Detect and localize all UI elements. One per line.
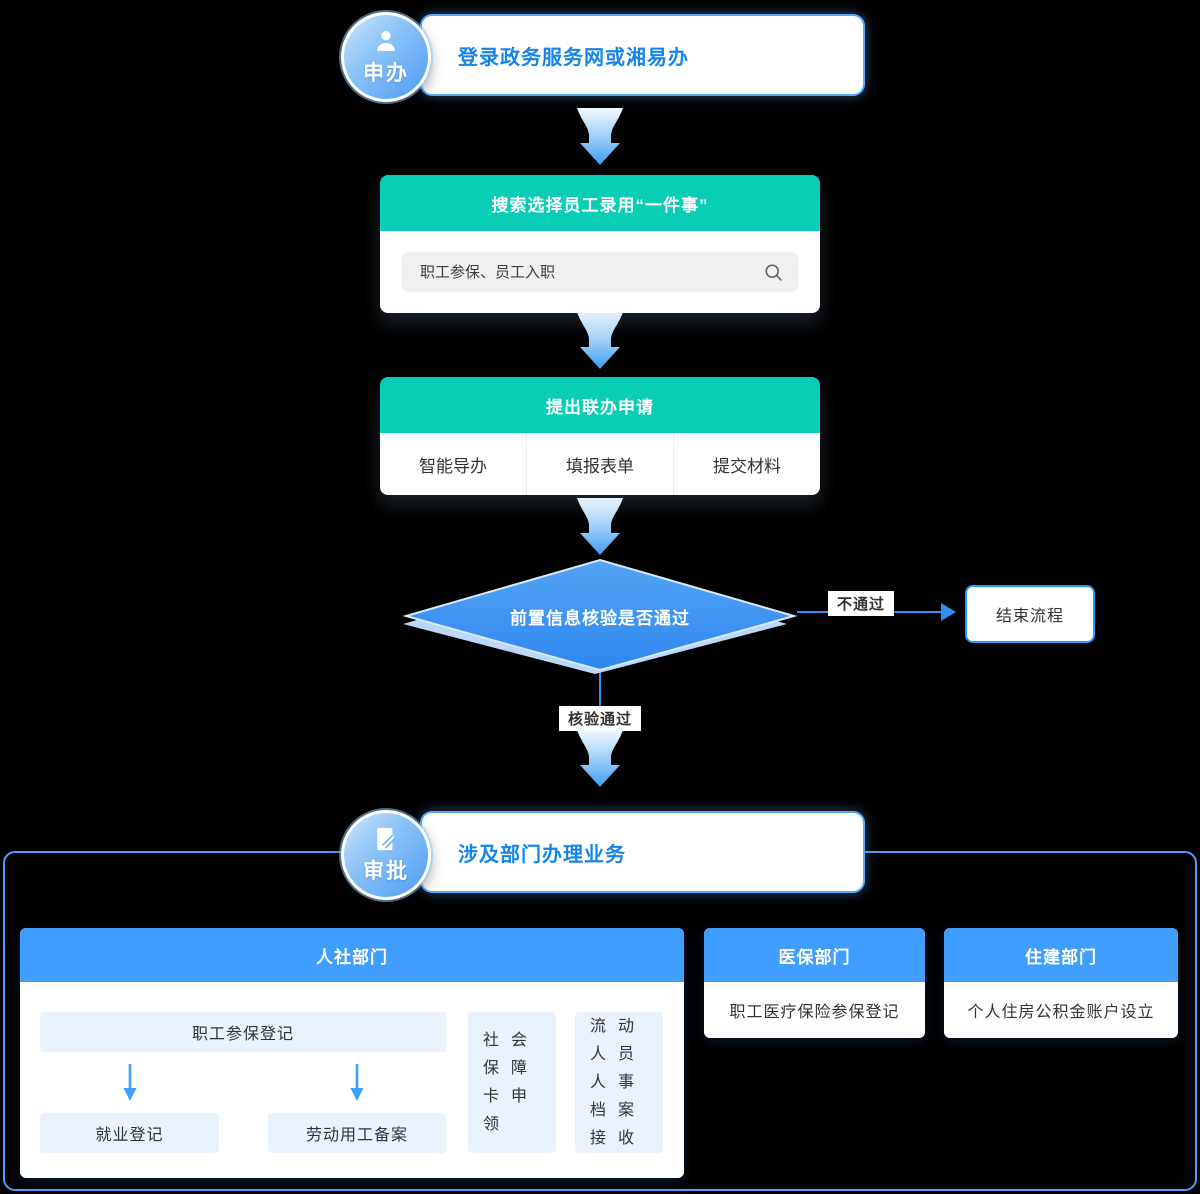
dept-item-sub: 劳动用工备案 (268, 1113, 446, 1153)
stage-badge-approve: 审批 (341, 810, 431, 900)
end-process-box: 结束流程 (965, 585, 1095, 643)
dept-card-medical: 医保部门 职工医疗保险参保登记 (704, 928, 925, 1038)
search-input[interactable] (402, 252, 798, 292)
dept-header-hr: 人社部门 (20, 928, 684, 982)
dept-card-hr: 人社部门 职工参保登记 就业登记 劳动用工备案 社会保障卡申领 流动人员人事档案… (20, 928, 684, 1178)
stage-badge-label: 审批 (363, 860, 409, 883)
diamond-shape (402, 558, 798, 674)
stage-badge-apply: 申办 (341, 12, 431, 102)
search-card: 搜索选择员工录用“一件事” (380, 175, 820, 313)
search-icon[interactable] (763, 262, 784, 283)
fail-arrow-head (941, 603, 956, 621)
down-arrow-icon (123, 1064, 137, 1101)
dept-header-housing: 住建部门 (944, 928, 1178, 982)
login-step-box: 登录政务服务网或湘易办 (420, 14, 865, 96)
decision-question: 前置信息核验是否通过 (510, 608, 690, 628)
dept-item-main: 职工参保登记 (40, 1012, 446, 1052)
dept-item-housing: 个人住房公积金账户设立 (967, 1004, 1155, 1021)
apply-card-body: 智能导办 填报表单 提交材料 (380, 433, 820, 495)
fail-label-chip: 不通过 (827, 591, 895, 616)
document-edit-icon (377, 827, 396, 851)
user-icon (377, 31, 395, 51)
stage-badge-label: 申办 (363, 62, 409, 85)
dept-item-side-label: 社会保障卡申领 (483, 1031, 540, 1133)
dept-card-housing: 住建部门 个人住房公积金账户设立 (944, 928, 1178, 1038)
apply-step-item: 填报表单 (526, 433, 673, 495)
approve-step-box: 涉及部门办理业务 (420, 811, 865, 893)
pass-connector-line (599, 672, 601, 710)
decision-diamond: 前置信息核验是否通过 (402, 558, 798, 674)
search-card-header: 搜索选择员工录用“一件事” (380, 175, 820, 231)
flow-down-arrow (577, 108, 623, 165)
dept-item-sub: 就业登记 (40, 1113, 219, 1153)
flow-down-arrow (577, 498, 623, 555)
flow-down-arrow (577, 730, 623, 787)
dept-item-side: 社会保障卡申领 (468, 1012, 556, 1153)
dept-header-medical: 医保部门 (704, 928, 925, 982)
dept-item-side-label: 流动人员人事档案接收 (590, 1017, 647, 1147)
approve-step-title: 涉及部门办理业务 (458, 843, 626, 866)
down-arrow-icon (350, 1064, 364, 1101)
flow-down-arrow (577, 312, 623, 369)
search-card-body (380, 231, 820, 313)
dept-item-medical: 职工医疗保险参保登记 (729, 1004, 900, 1021)
apply-card-header: 提出联办申请 (380, 377, 820, 433)
apply-step-item: 提交材料 (673, 433, 820, 495)
pass-label-chip: 核验通过 (558, 706, 642, 731)
apply-card: 提出联办申请 智能导办 填报表单 提交材料 (380, 377, 820, 495)
dept-item-side: 流动人员人事档案接收 (575, 1012, 663, 1153)
login-step-title: 登录政务服务网或湘易办 (458, 46, 689, 69)
apply-step-item: 智能导办 (419, 456, 487, 476)
